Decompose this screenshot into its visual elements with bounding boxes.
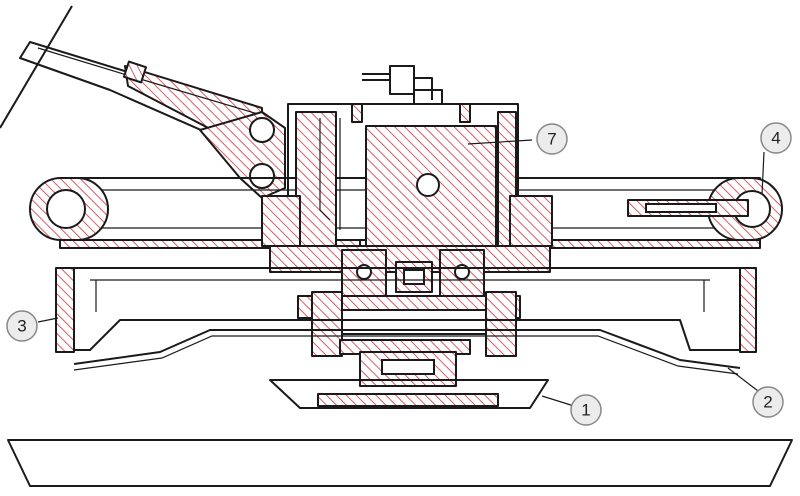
- callout-4-label: 4: [771, 129, 780, 148]
- skirt-frame: [55, 267, 757, 353]
- callout-3-label: 3: [17, 317, 26, 336]
- flexible-strip: [73, 329, 741, 375]
- right-eye-joint: [627, 177, 783, 241]
- top-connector: [351, 65, 471, 123]
- boom-arm: [0, 5, 263, 135]
- foot-shoe: [269, 351, 549, 409]
- callout-4: 4: [760, 122, 792, 154]
- callout-7: 7: [536, 123, 568, 155]
- callout-1: 1: [570, 394, 602, 426]
- left-eye-joint: [29, 177, 109, 241]
- leader-lines: [37, 139, 765, 407]
- callout-3: 3: [6, 310, 38, 342]
- callout-7-label: 7: [547, 130, 556, 149]
- gearbox-housing: [261, 103, 553, 255]
- callout-2-label: 2: [763, 393, 772, 412]
- callout-1-label: 1: [581, 401, 590, 420]
- callout-2: 2: [752, 386, 784, 418]
- coupling-flange: [297, 291, 521, 357]
- base-plate: [7, 439, 793, 487]
